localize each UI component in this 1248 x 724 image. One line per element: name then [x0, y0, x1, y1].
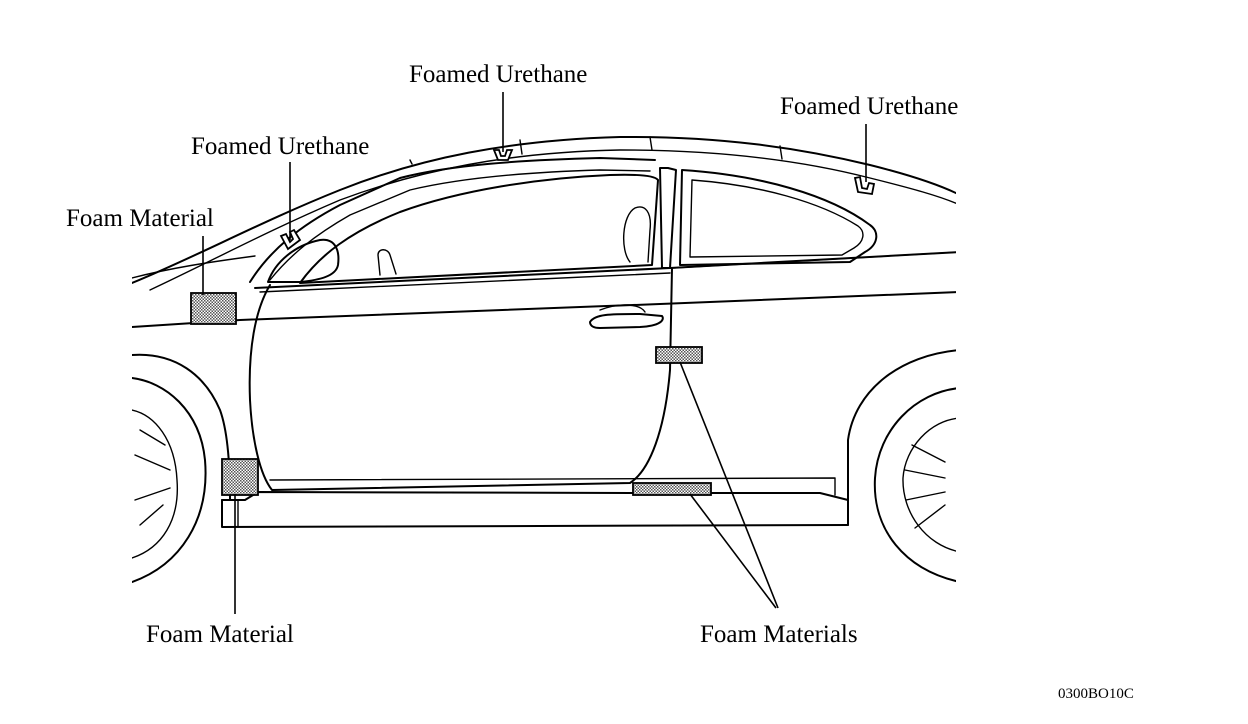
door-handle: [589, 313, 664, 329]
foam-patch-door: [655, 346, 703, 364]
label-foamed-urethane-roof: Foamed Urethane: [409, 61, 587, 88]
foam-patch-lower-front: [221, 458, 259, 496]
roof-inner-line: [149, 149, 956, 291]
hood-line: [132, 255, 256, 279]
front-wheel: [132, 377, 207, 583]
rear-seat: [622, 206, 652, 263]
car-body: [132, 135, 956, 583]
rear-rim: [902, 417, 956, 552]
b-pillar: [659, 167, 677, 269]
roof-strip: [409, 136, 783, 165]
rear-window-inner: [689, 179, 864, 258]
rear-window: [679, 169, 878, 266]
door-handle-recess: [599, 304, 646, 313]
label-foamed-urethane-pillar: Foamed Urethane: [191, 133, 369, 160]
a-pillar: [249, 157, 656, 283]
leader-materials-sill: [689, 493, 777, 609]
a-pillar-inner: [269, 169, 651, 281]
rear-spokes: [904, 444, 946, 529]
sill-inner: [237, 477, 836, 528]
foam-patch-sill: [632, 482, 712, 496]
front-seat: [377, 249, 397, 276]
rocker-panel: [221, 491, 849, 501]
rear-wheel-arch: [847, 349, 956, 526]
label-foamed-urethane-rear: Foamed Urethane: [780, 93, 958, 120]
leader-materials-door: [679, 361, 779, 609]
foam-patch-fender: [190, 292, 237, 325]
front-window: [299, 173, 659, 284]
door-outline: [248, 267, 673, 491]
sill-lower: [221, 499, 849, 528]
front-rim: [132, 409, 179, 559]
side-mirror: [267, 238, 340, 283]
rear-wheel: [873, 387, 956, 582]
beltline-lower: [259, 272, 671, 293]
label-foam-materials: Foam Materials: [700, 621, 858, 648]
label-foam-material-lower: Foam Material: [146, 621, 294, 648]
front-spokes: [134, 429, 171, 526]
character-line: [132, 291, 956, 328]
urethane-marker-rear: [853, 175, 876, 196]
rear-quarter: [671, 251, 956, 269]
front-wheel-arch: [132, 353, 231, 501]
label-foam-material-fender: Foam Material: [66, 205, 214, 232]
roof-outer-line: [132, 135, 956, 284]
urethane-marker-roof: [492, 149, 514, 161]
figure-code: 0300BO10C: [1058, 686, 1134, 702]
